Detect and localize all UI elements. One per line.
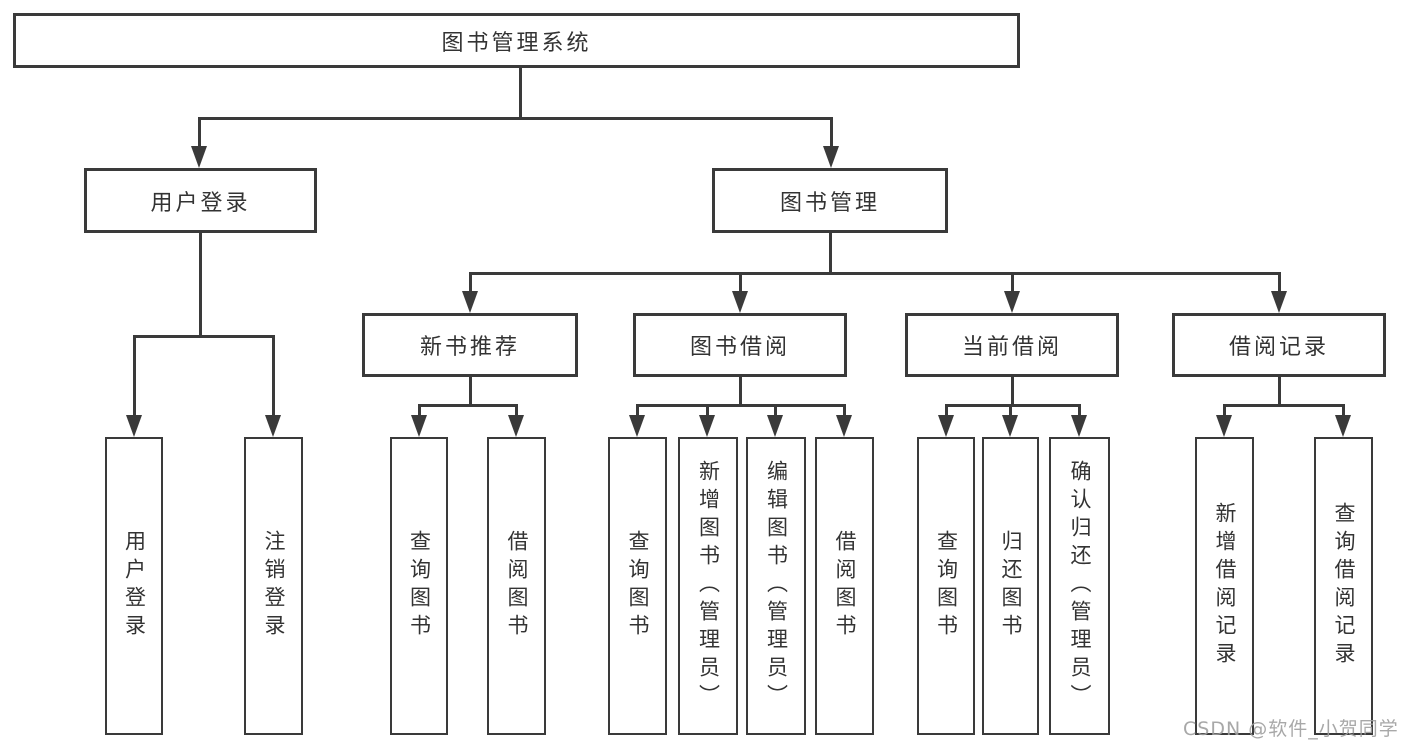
connector-line <box>198 233 202 336</box>
node-borrow-records: 借阅记录 <box>1172 313 1386 377</box>
arrow-down-icon <box>767 415 783 437</box>
arrow-down-icon <box>1216 415 1232 437</box>
arrow-down-icon <box>699 415 715 437</box>
arrow-down-icon <box>1335 415 1351 437</box>
connector-line <box>518 68 522 118</box>
watermark: CSDN @软件_小贺同学 <box>1183 718 1399 740</box>
connector-line <box>635 403 639 418</box>
arrow-down-icon <box>1002 415 1018 437</box>
leaf-edit-book-admin: 编辑图书（管理员） <box>746 437 806 735</box>
arrow-down-icon <box>191 146 207 168</box>
leaf-add-book-admin: 新增图书（管理员） <box>678 437 738 735</box>
leaf-user-login: 用户登录 <box>105 437 163 735</box>
leaf-query-books-borrow: 查询图书 <box>608 437 667 735</box>
arrow-down-icon <box>1271 291 1287 313</box>
leaf-borrow-books: 借阅图书 <box>815 437 874 735</box>
arrow-down-icon <box>836 415 852 437</box>
leaf-logout: 注销登录 <box>244 437 303 735</box>
leaf-borrow-books-recommend: 借阅图书 <box>487 437 546 735</box>
node-book-management-system: 图书管理系统 <box>13 13 1020 68</box>
connector-line <box>842 403 846 418</box>
arrow-down-icon <box>462 291 478 313</box>
connector-line <box>1008 403 1012 418</box>
connector-line <box>1222 403 1226 418</box>
arrow-down-icon <box>629 415 645 437</box>
arrow-down-icon <box>1004 291 1020 313</box>
connector-line <box>417 403 421 418</box>
connector-line <box>1277 377 1281 405</box>
connector-line <box>944 403 948 418</box>
connector-line <box>468 271 472 294</box>
connector-line <box>197 116 201 148</box>
connector-line <box>468 271 1281 275</box>
leaf-return-books: 归还图书 <box>982 437 1039 735</box>
connector-line <box>132 334 275 338</box>
connector-line <box>197 116 833 120</box>
arrow-down-icon <box>508 415 524 437</box>
arrow-down-icon <box>732 291 748 313</box>
node-current-borrow: 当前借阅 <box>905 313 1119 377</box>
connector-line <box>635 403 846 407</box>
connector-line <box>828 233 832 274</box>
connector-line <box>514 403 518 418</box>
connector-line <box>738 271 742 294</box>
connector-line <box>1010 271 1014 294</box>
leaf-query-books-recommend: 查询图书 <box>390 437 448 735</box>
connector-line <box>1277 271 1281 294</box>
connector-line <box>1077 403 1081 418</box>
connector-line <box>705 403 709 418</box>
connector-line <box>468 377 472 405</box>
connector-line <box>417 403 518 407</box>
node-new-book-recommend: 新书推荐 <box>362 313 578 377</box>
connector-line <box>271 334 275 419</box>
arrow-down-icon <box>411 415 427 437</box>
connector-line <box>738 377 742 405</box>
arrow-down-icon <box>1071 415 1087 437</box>
leaf-add-borrow-record: 新增借阅记录 <box>1195 437 1254 735</box>
connector-line <box>1222 403 1345 407</box>
connector-line <box>944 403 1081 407</box>
arrow-down-icon <box>938 415 954 437</box>
connector-line <box>773 403 777 418</box>
leaf-query-borrow-record: 查询借阅记录 <box>1314 437 1373 735</box>
connector-line <box>1341 403 1345 418</box>
leaf-confirm-return-admin: 确认归还（管理员） <box>1049 437 1110 735</box>
node-book-management: 图书管理 <box>712 168 948 233</box>
leaf-query-books-current: 查询图书 <box>917 437 975 735</box>
node-book-borrow: 图书借阅 <box>633 313 847 377</box>
arrow-down-icon <box>823 146 839 168</box>
connector-line <box>1010 377 1014 405</box>
arrow-down-icon <box>265 415 281 437</box>
arrow-down-icon <box>126 415 142 437</box>
node-user-login: 用户登录 <box>84 168 317 233</box>
connector-line <box>132 334 136 419</box>
connector-line <box>829 116 833 148</box>
